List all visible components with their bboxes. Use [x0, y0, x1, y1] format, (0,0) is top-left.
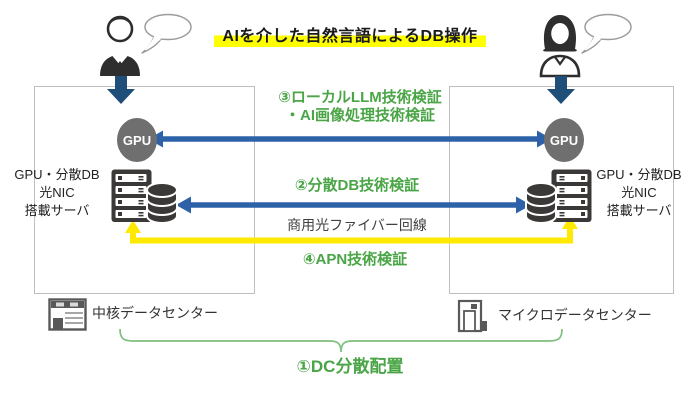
female-user-icon [539, 15, 581, 78]
left-server-spec-label: GPU・分散DB 光NIC 搭載サーバ [2, 166, 112, 220]
right-server-spec-label: GPU・分散DB 光NIC 搭載サーバ [584, 166, 694, 220]
micro-datacenter-name: マイクロデータセンター [498, 307, 652, 323]
left-server-spec-line2: 光NIC [39, 185, 75, 200]
right-server-spec-line2: 光NIC [621, 185, 657, 200]
server-database-icon-right [525, 169, 592, 224]
gpu-node-right: GPU [544, 118, 584, 162]
micro-datacenter-building-icon [457, 299, 487, 333]
server-database-icon-left [111, 169, 178, 224]
step3-label-line1: ③ローカルLLM技術検証 [278, 89, 442, 106]
down-arrow-icon-right [547, 76, 575, 104]
gpu-label-left: GPU [122, 132, 152, 148]
dc-span-brace [119, 328, 563, 353]
down-arrow-icon-left [107, 76, 135, 104]
left-server-spec-line1: GPU・分散DB [14, 167, 100, 182]
core-datacenter-name: 中核データセンター [92, 305, 218, 321]
step1-label: ①DC分散配置 [296, 357, 404, 376]
right-server-spec-line1: GPU・分散DB [596, 167, 682, 182]
gpu-label-right: GPU [549, 132, 579, 148]
fiber-line-label: 商用光ファイバー回線 [287, 217, 427, 233]
left-server-spec-line3: 搭載サーバ [24, 203, 90, 218]
step2-label: ②分散DB技術検証 [294, 177, 420, 194]
step3-label: ③ローカルLLM技術検証 ・AI画像処理技術検証 [255, 89, 465, 125]
diagram-title: AIを介した自然言語によるDB操作 [214, 22, 486, 48]
diagram-title-row: AIを介した自然言語によるDB操作 [0, 22, 700, 48]
gpu-node-left: GPU [117, 118, 157, 162]
right-server-spec-line3: 搭載サーバ [606, 203, 672, 218]
core-datacenter-building-icon [48, 298, 87, 331]
step4-label: ④APN技術検証 [302, 251, 408, 268]
male-user-icon [100, 15, 140, 76]
speech-bubble-icon-left [141, 13, 192, 54]
speech-bubble-icon-right [581, 13, 632, 54]
step3-label-line2: ・AI画像処理技術検証 [284, 107, 435, 124]
